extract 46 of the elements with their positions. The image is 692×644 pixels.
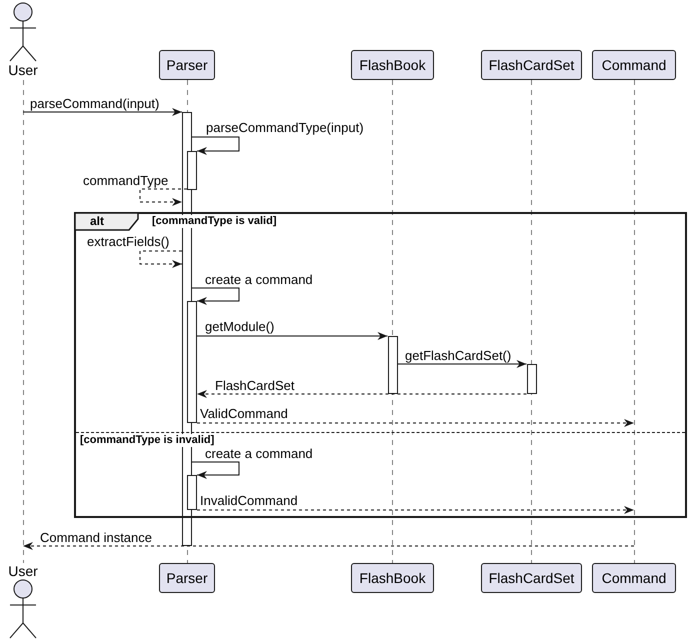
- message-label: extractFields(): [87, 234, 170, 249]
- operator-tab: alt: [74, 212, 139, 231]
- guard-condition: [commandType is valid]: [152, 215, 276, 228]
- message-label: parseCommand(input): [30, 96, 160, 111]
- participant-box: Command: [592, 563, 676, 593]
- alt-fragment-frame: [74, 212, 687, 518]
- return-arrow: [140, 250, 182, 268]
- message-arrow: [192, 136, 240, 155]
- participant-box: Parser: [159, 50, 215, 80]
- participant-box: FlashBook: [351, 563, 434, 593]
- participant-box: FlashBook: [351, 50, 434, 80]
- message-label: InvalidCommand: [200, 493, 298, 508]
- message-label: parseCommandType(input): [206, 120, 364, 135]
- return-arrow: [22, 542, 634, 550]
- lifeline: [22, 80, 24, 563]
- return-arrow: [196, 419, 634, 427]
- message-label: create a command: [205, 272, 313, 287]
- message-arrow: [196, 332, 388, 340]
- message-arrow: [192, 462, 240, 479]
- return-arrow: [196, 390, 527, 398]
- participant-box: FlashCardSet: [481, 50, 582, 80]
- message-label: getFlashCardSet(): [405, 348, 512, 363]
- return-arrow: [140, 188, 188, 206]
- message-label: commandType: [83, 173, 168, 188]
- message-arrow: [192, 288, 240, 305]
- activation-bar: [526, 364, 536, 394]
- guard-condition: [commandType is invalid]: [80, 434, 214, 447]
- return-arrow: [196, 506, 634, 514]
- participant-box: Parser: [159, 563, 215, 593]
- message-label: ValidCommand: [200, 406, 288, 421]
- activation-bar: [187, 151, 197, 190]
- actor-name: User: [8, 62, 38, 78]
- message-label: getModule(): [205, 319, 274, 334]
- lifeline: [392, 80, 393, 563]
- activation-bar: [187, 301, 197, 423]
- participant-box: Command: [592, 50, 676, 80]
- message-label: Command instance: [40, 530, 152, 545]
- activation-bar: [388, 336, 398, 394]
- message-arrow: [22, 108, 182, 116]
- message-arrow: [397, 360, 527, 368]
- message-label: create a command: [205, 446, 313, 461]
- message-label: FlashCardSet: [215, 378, 294, 393]
- actor-name: User: [8, 563, 38, 579]
- participant-box: FlashCardSet: [481, 563, 582, 593]
- lifeline: [531, 80, 532, 563]
- activation-bar: [187, 475, 197, 510]
